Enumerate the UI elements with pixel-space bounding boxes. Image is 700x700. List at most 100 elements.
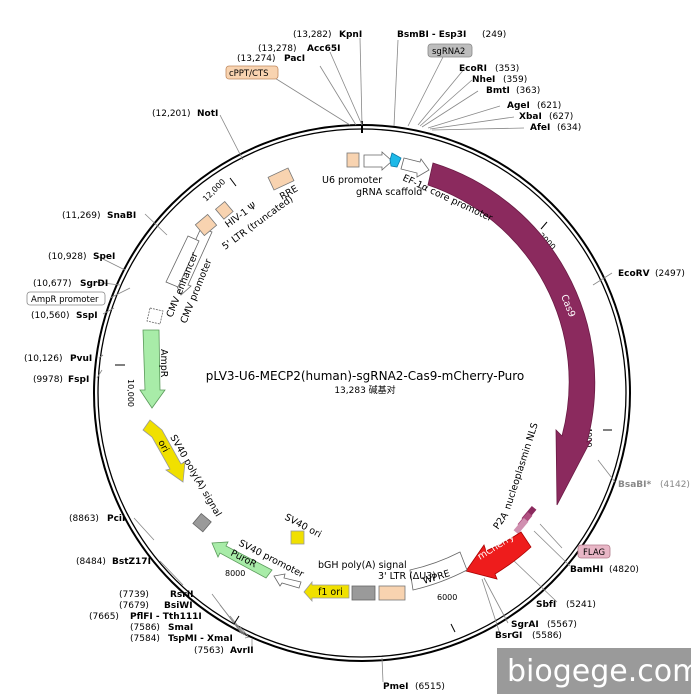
tick-label-6000: 6000: [437, 593, 457, 602]
site-rsrii-pos: (7739): [119, 590, 149, 600]
sgrna2-tag: [427, 43, 473, 58]
site-fspi-pos: (9978): [33, 375, 63, 385]
ltr3-feature: [378, 585, 406, 601]
site-avrii-pos: (7563): [194, 646, 224, 656]
ampr-feature: [139, 329, 166, 409]
site-bsiwi-pos: (7679): [119, 601, 149, 611]
site-bsmbi-name: BsmBI - Esp3I: [397, 30, 466, 40]
site-bsabi-name: BsaBI*: [618, 480, 651, 490]
site-acc65i-pos: (13,278): [258, 44, 297, 54]
ef1a-arrow: [400, 157, 430, 178]
site-pcii-pos: (8863): [69, 514, 99, 524]
flag-tag-label: FLAG: [583, 548, 605, 558]
site-paci-name: PacI: [284, 54, 305, 64]
site-bsabi-pos: (4142): [660, 480, 690, 490]
site-noti-pos: (12,201): [152, 109, 191, 119]
flag-tag: [577, 544, 611, 559]
sv40-polya-feature: [192, 512, 212, 533]
site-snabi-name: SnaBI: [107, 211, 136, 221]
restriction-sites: (13,282) KpnI (13,278) Acc65I (13,274) P…: [24, 30, 690, 692]
site-bsiwi-name: BsiWI: [164, 601, 193, 611]
site-bamhi-name: BamHI: [570, 565, 603, 575]
site-bmti-name: BmtI: [486, 86, 510, 96]
site-bmti-pos: (363): [516, 86, 540, 96]
u6-arrow: [363, 151, 393, 171]
ampr-promoter-tag: [26, 291, 106, 306]
site-pcii-name: PciI: [107, 514, 125, 524]
site-bsmbi-pos: (249): [482, 30, 506, 40]
site-agei-pos: (621): [537, 101, 561, 111]
grna-scaffold-label: gRNA scaffold: [356, 187, 422, 198]
site-ecorv-pos: (2497): [655, 269, 685, 279]
watermark-text: biogege.com: [507, 654, 700, 689]
p2a-label: P2A: [491, 510, 511, 532]
sv40-ori-feature: [290, 530, 305, 545]
site-noti-name: NotI: [197, 109, 218, 119]
hiv-feature: [214, 200, 234, 220]
f1-ori-label: f1 ori: [318, 587, 343, 598]
site-sgrai-name: SgrAI: [511, 620, 539, 630]
nls-p2a-feature: [513, 505, 537, 535]
site-agei-name: AgeI: [507, 101, 530, 111]
sgrna2-arrow: [389, 152, 402, 168]
tick-label-8000: 8000: [225, 569, 245, 578]
site-sspi-name: SspI: [76, 311, 98, 321]
nls-label: nucleoplasmin NLS: [502, 422, 540, 511]
ampr-label: AmpR: [158, 349, 169, 378]
site-bsrgi-name: BsrGI: [495, 631, 522, 641]
sv40-promoter-feature: [273, 573, 302, 589]
tick-label-10000: 10,000: [126, 379, 135, 407]
mcherry-feature: [465, 531, 532, 580]
site-ecorv-name: EcoRV: [618, 269, 650, 279]
cppt-tag-label: cPPT/CTS: [229, 69, 269, 79]
f1-ori-feature: [303, 580, 350, 603]
site-tspmi-pos: (7584): [130, 634, 160, 644]
cmv-feature: [173, 227, 213, 296]
site-spei-name: SpeI: [93, 252, 115, 262]
rre-feature: [267, 167, 295, 191]
u6-promoter-label: U6 promoter: [322, 175, 382, 186]
ampr-promoter-feature: [146, 307, 164, 325]
leader-lines: [93, 37, 616, 683]
site-bamhi-pos: (4820): [609, 565, 639, 575]
plasmid-title: pLV3-U6-MECP2(human)-sgRNA2-Cas9-mCherry…: [206, 369, 525, 383]
wpre-feature: [409, 551, 468, 591]
ltr3-label: 3' LTR (ΔU3): [378, 571, 436, 582]
site-pvui-pos: (10,126): [24, 354, 63, 364]
site-tspmi-name: TspMI - XmaI: [168, 634, 233, 644]
site-xbai-pos: (627): [549, 112, 573, 122]
site-fspi-name: FspI: [68, 375, 89, 385]
site-smai-name: SmaI: [168, 623, 193, 633]
site-kpni-pos: (13,282): [293, 30, 332, 40]
site-spei-pos: (10,928): [48, 252, 87, 262]
cas9-feature: [427, 162, 596, 506]
site-pvui-name: PvuI: [70, 354, 92, 364]
site-bstz17i-name: BstZ17I: [112, 557, 151, 567]
cppt-tag: [225, 65, 279, 80]
ampr-promoter-tag-label: AmpR promoter: [31, 295, 99, 305]
site-kpni-name: KpnI: [339, 30, 362, 40]
site-ecori-pos: (353): [495, 64, 519, 74]
ori-label: ori: [155, 438, 171, 454]
site-pmei-name: PmeI: [383, 682, 408, 692]
site-rsrii-name: RsrII: [170, 590, 193, 600]
cmv-enhancer-feature: [165, 235, 200, 288]
watermark-box: [497, 648, 691, 694]
site-bstz17i-pos: (8484): [76, 557, 106, 567]
site-acc65i-name: Acc65I: [307, 44, 341, 54]
sgrna2-tag-label: sgRNA2: [432, 47, 465, 57]
site-snabi-pos: (11,269): [62, 211, 101, 221]
site-nhei-name: NheI: [472, 75, 495, 85]
site-sgrdi-name: SgrDI: [80, 279, 108, 289]
site-pflfi-name: PflFI - Tth111I: [130, 612, 202, 622]
site-sbfi-name: SbfI: [536, 600, 556, 610]
site-paci-pos: (13,274): [237, 54, 276, 64]
site-nhei-pos: (359): [503, 75, 527, 85]
ori-feature: [142, 419, 186, 483]
bgh-feature: [351, 585, 376, 601]
ticks: [115, 177, 612, 633]
site-sbfi-pos: (5241): [566, 600, 596, 610]
bgh-label: bGH poly(A) signal: [318, 560, 407, 571]
site-pflfi-pos: (7665): [89, 612, 119, 622]
site-smai-pos: (7586): [130, 623, 160, 633]
